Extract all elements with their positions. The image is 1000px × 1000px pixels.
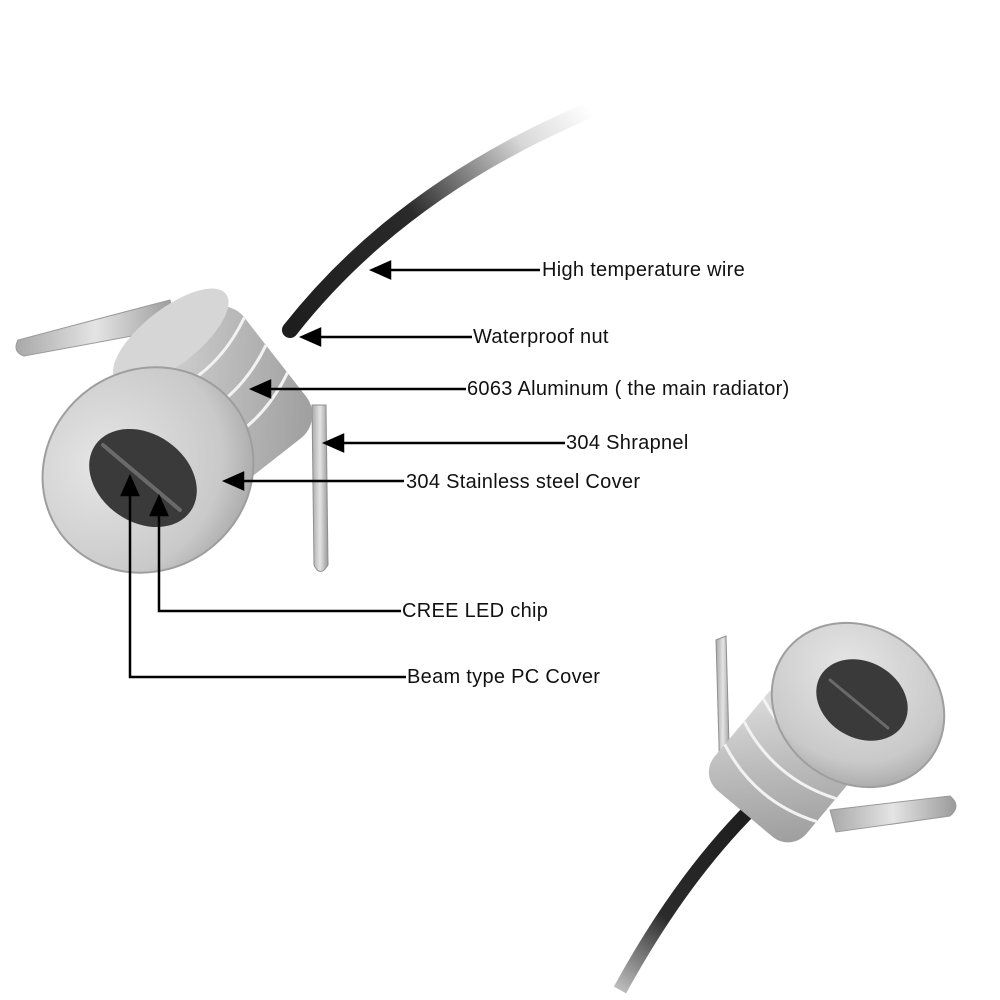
label-waterproof-nut: Waterproof nut [473,326,609,348]
leader-lines [120,260,565,679]
main-fixture [15,288,329,574]
label-aluminum-radiator: 6063 Aluminum ( the main radiator) [467,378,790,400]
label-pc-cover: Beam type PC Cover [407,666,601,688]
label-high-temperature-wire: High temperature wire [542,259,746,281]
label-shrapnel: 304 Shrapnel [566,432,689,454]
label-cree-led-chip: CREE LED chip [402,600,549,622]
secondary-fixture [613,621,957,994]
label-stainless-cover: 304 Stainless steel Cover [406,471,641,493]
wire-main [282,102,598,338]
